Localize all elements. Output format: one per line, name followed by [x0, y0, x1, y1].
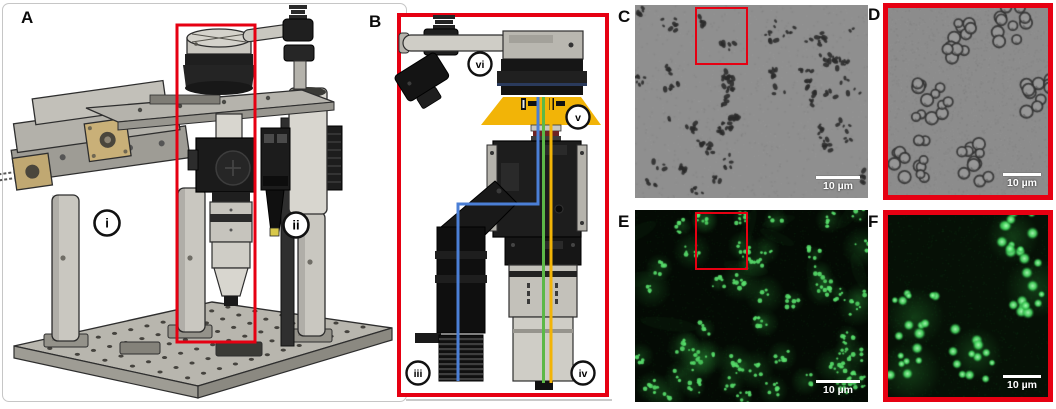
light-path-yellow	[549, 97, 553, 383]
knurled-grip	[439, 338, 483, 381]
callout-iv: iv	[570, 360, 596, 386]
scale-bar-c: 10 µm	[816, 175, 860, 193]
scale-bar-label: 10 µm	[823, 384, 853, 397]
cad-microscope-overview: i ii	[0, 5, 393, 399]
highlight-rectangle	[175, 23, 257, 344]
callout-vi: vi	[467, 51, 493, 77]
scale-bar-label: 10 µm	[823, 180, 853, 193]
camera-tube	[415, 226, 487, 382]
scale-bar-line	[1003, 172, 1041, 177]
scale-bar-line	[816, 175, 860, 180]
stepper-motor	[0, 152, 54, 191]
roi-rectangle-c	[694, 7, 748, 66]
illumination-arm	[242, 5, 315, 90]
panel-a-label: A	[21, 8, 34, 27]
cad-light-path-detail: vi v iii iv	[394, 13, 609, 397]
brightfield-overview-canvas	[635, 5, 868, 198]
svg-text:i: i	[105, 216, 109, 231]
camera-side-module	[394, 52, 450, 109]
fluorescence-overview-canvas	[635, 210, 868, 402]
panel-c-label: C	[618, 7, 631, 26]
fluorescence-inset-canvas	[888, 215, 1048, 397]
scale-bar-label: 10 µm	[1007, 177, 1037, 190]
callout-ii: ii	[282, 211, 310, 239]
support-posts	[51, 187, 326, 342]
callout-i: i	[93, 209, 121, 237]
fluorescence-inset-image: 10 µm	[883, 210, 1053, 402]
filter-cube	[187, 113, 255, 193]
svg-text:iv: iv	[579, 368, 588, 380]
brightfield-overview-image: 10 µm	[635, 5, 868, 198]
focus-sensor-module	[260, 127, 291, 237]
scale-bar-label: 10 µm	[1007, 379, 1037, 392]
svg-text:v: v	[575, 112, 581, 124]
panel-e-label: E	[618, 212, 630, 231]
brightfield-inset-image: 10 µm	[883, 3, 1053, 200]
card-divider-line	[406, 399, 612, 401]
light-path-green	[542, 97, 545, 383]
roi-rectangle-e	[694, 212, 748, 270]
scale-bar-line	[1003, 374, 1041, 379]
condenser-assembly	[183, 28, 255, 95]
light-path-blue	[456, 97, 540, 381]
scale-bar-e: 10 µm	[816, 379, 860, 397]
scale-bar-line	[816, 379, 860, 384]
objective-lens	[209, 192, 253, 306]
scale-bar-f: 10 µm	[1003, 374, 1041, 392]
support-post	[51, 194, 80, 342]
panel-b-label: B	[369, 12, 382, 31]
lens-spacer-stack	[530, 124, 562, 142]
panel-d-label: D	[868, 5, 881, 24]
panel-f-label: F	[868, 212, 879, 231]
light-path-lines	[456, 97, 553, 383]
svg-text:ii: ii	[292, 218, 299, 233]
callout-v: v	[565, 104, 591, 130]
svg-text:iii: iii	[414, 368, 423, 380]
scale-bar-d: 10 µm	[1003, 172, 1041, 190]
brightfield-inset-canvas	[888, 8, 1048, 195]
fluorescence-overview-image: 10 µm	[635, 210, 868, 402]
illumination-arm-detail	[394, 15, 584, 109]
condenser-detail	[497, 59, 587, 95]
support-post	[177, 187, 206, 333]
sensor-emitter-tip	[269, 227, 280, 237]
callout-iii: iii	[405, 360, 431, 386]
svg-text:vi: vi	[476, 59, 485, 71]
